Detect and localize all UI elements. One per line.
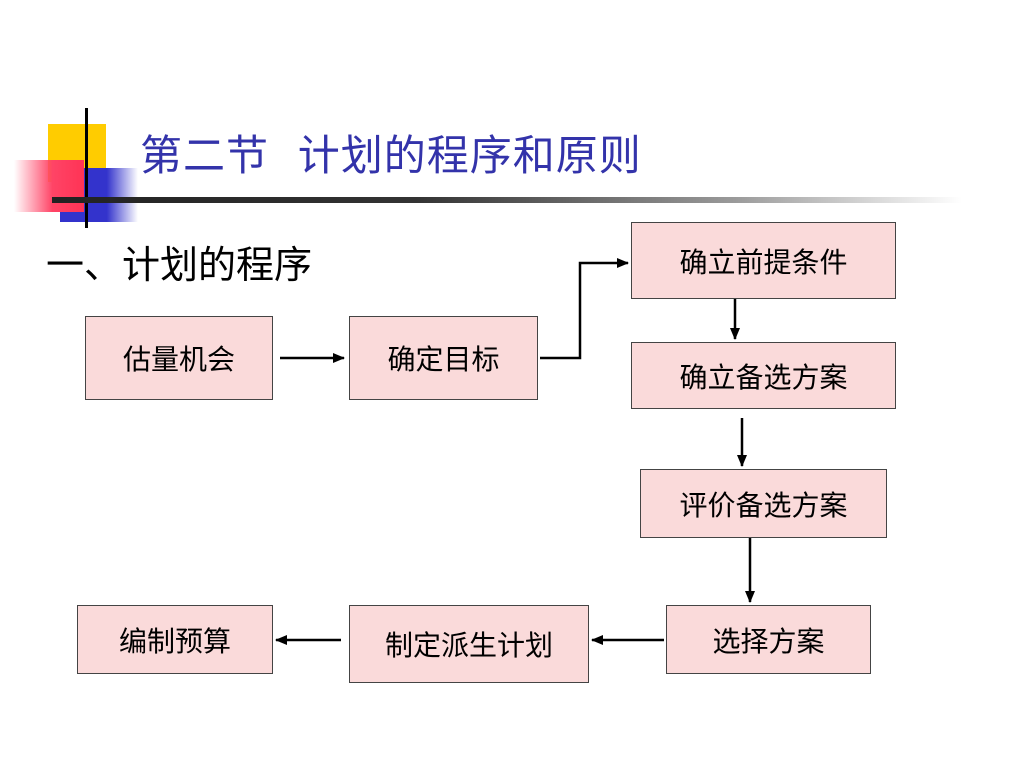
- step-label: 选择方案: [712, 624, 825, 658]
- title-underline: [52, 197, 962, 203]
- step-derived-plans: 制定派生计划: [349, 605, 589, 683]
- step-establish-alternatives: 确立备选方案: [631, 342, 896, 409]
- section-heading: 一、计划的程序: [46, 243, 313, 287]
- step-evaluate-alternatives: 评价备选方案: [640, 469, 887, 538]
- step-establish-premises: 确立前提条件: [631, 222, 896, 299]
- arrow-goal-to-premise: [540, 258, 629, 360]
- step-select-plan: 选择方案: [666, 605, 871, 674]
- step-label: 编制预算: [118, 624, 231, 658]
- decor-red-square: [14, 160, 84, 212]
- step-budget: 编制预算: [77, 605, 273, 674]
- step-label: 估量机会: [122, 343, 235, 376]
- step-label: 评价备选方案: [679, 488, 848, 522]
- step-estimate-opportunity: 估量机会: [85, 316, 273, 400]
- step-label: 确立前提条件: [679, 245, 848, 279]
- step-label: 确立备选方案: [679, 360, 848, 394]
- step-label: 确定目标: [387, 343, 500, 376]
- decor-vertical-line: [85, 108, 88, 228]
- step-set-goals: 确定目标: [349, 316, 538, 400]
- step-label: 制定派生计划: [384, 629, 553, 662]
- slide-title: 第二节 计划的程序和原则: [140, 131, 642, 180]
